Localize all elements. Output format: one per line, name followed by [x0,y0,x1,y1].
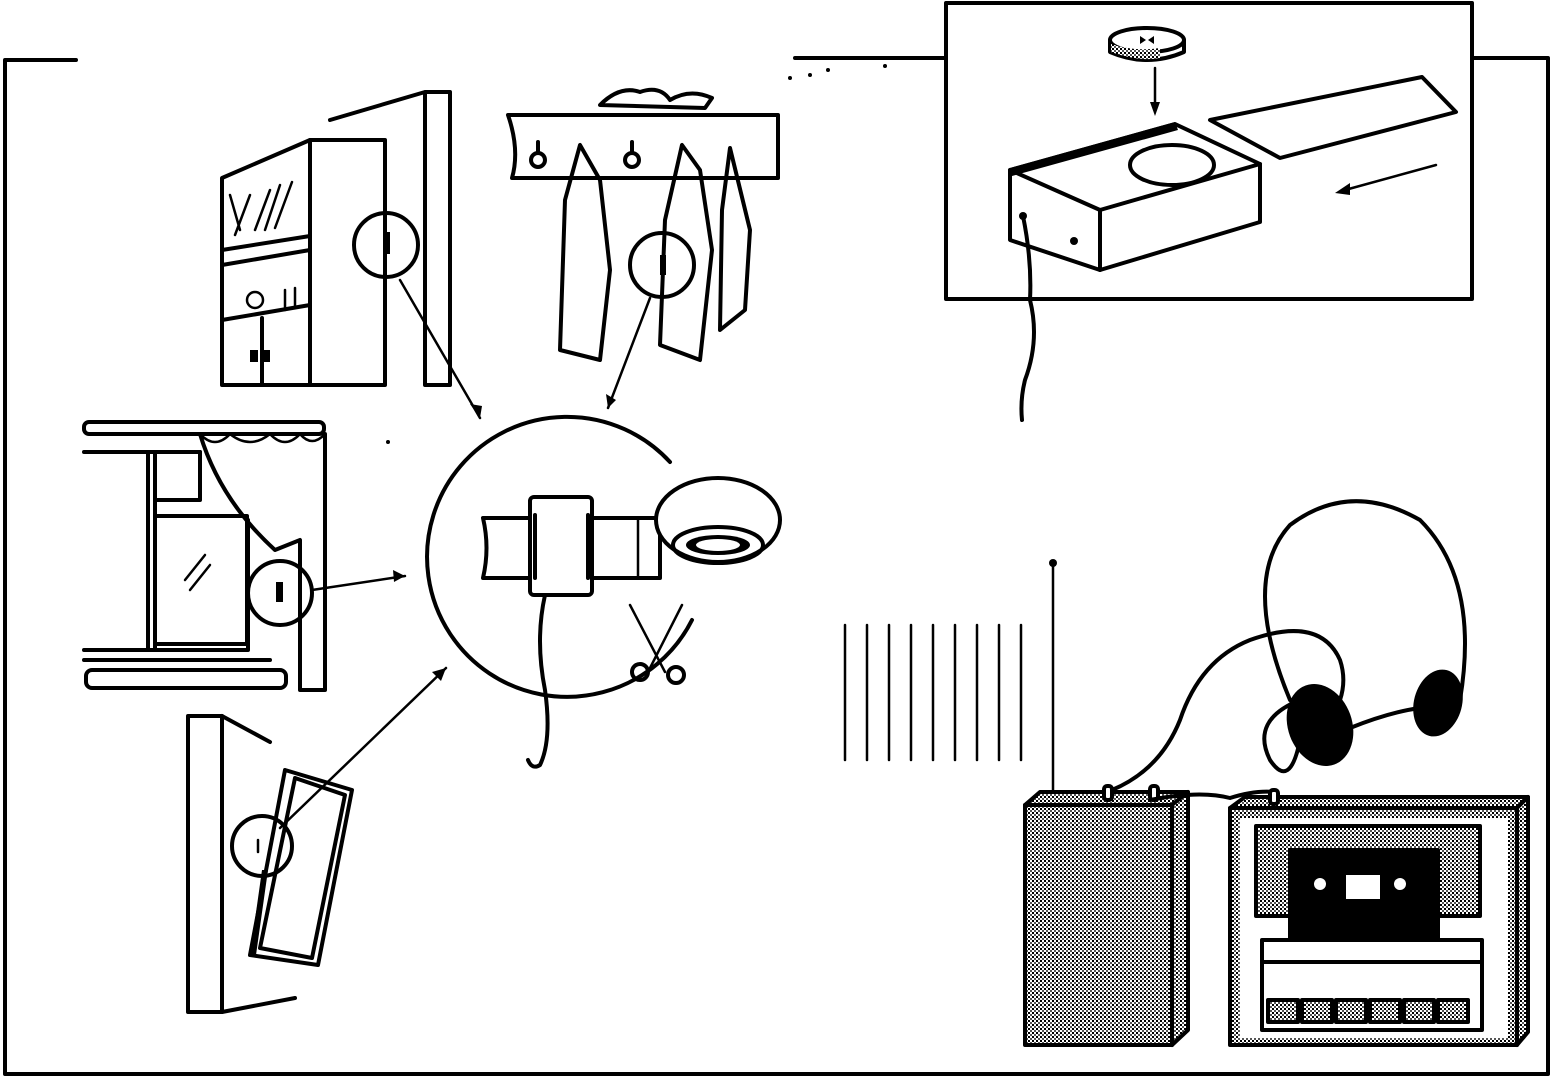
ear-cup-left [1286,684,1354,766]
sensor-clip [528,495,594,597]
radio-wave-lines [843,623,1023,762]
transmitter-box-inset [944,1,1474,422]
detail-circle [425,414,694,699]
bookcase-illustration [220,90,452,387]
slide-lid [1208,75,1458,160]
radio-knob [1102,784,1114,802]
window-curtain-illustration [82,420,327,692]
disc-magnet-icon [1108,26,1186,62]
scissors-icon [628,603,686,685]
curtain-sensor-callout [246,559,314,627]
ear-cup-right [1413,669,1463,737]
coat-rack-illustration [506,87,780,362]
arrow-door [278,666,448,830]
transport-buttons [1266,998,1470,1024]
headband [1263,499,1467,702]
outer-frame [3,56,1550,1076]
scan-specks [386,64,887,444]
arrow-coat [606,296,652,410]
door-frame-illustration [186,714,354,1014]
radio-receiver [1023,559,1190,1047]
cassette-recorder [1228,788,1530,1047]
tape-sensor-detail [425,414,782,769]
arrow-curtain [310,574,407,592]
recorder-jack [1268,788,1280,806]
sensor-wire [526,593,550,769]
callout-arrows [278,278,652,830]
transmitter-box [1008,162,1262,272]
tape-strip [481,516,662,580]
door-sensor-callout [230,814,294,878]
transmitter-wire [1019,214,1036,422]
headphones [1110,499,1467,802]
arrow-bookcase [398,278,482,420]
bookcase-sensor-callout [352,211,420,279]
inset-frame [944,1,1474,301]
coat-sensor-callout [628,231,696,299]
